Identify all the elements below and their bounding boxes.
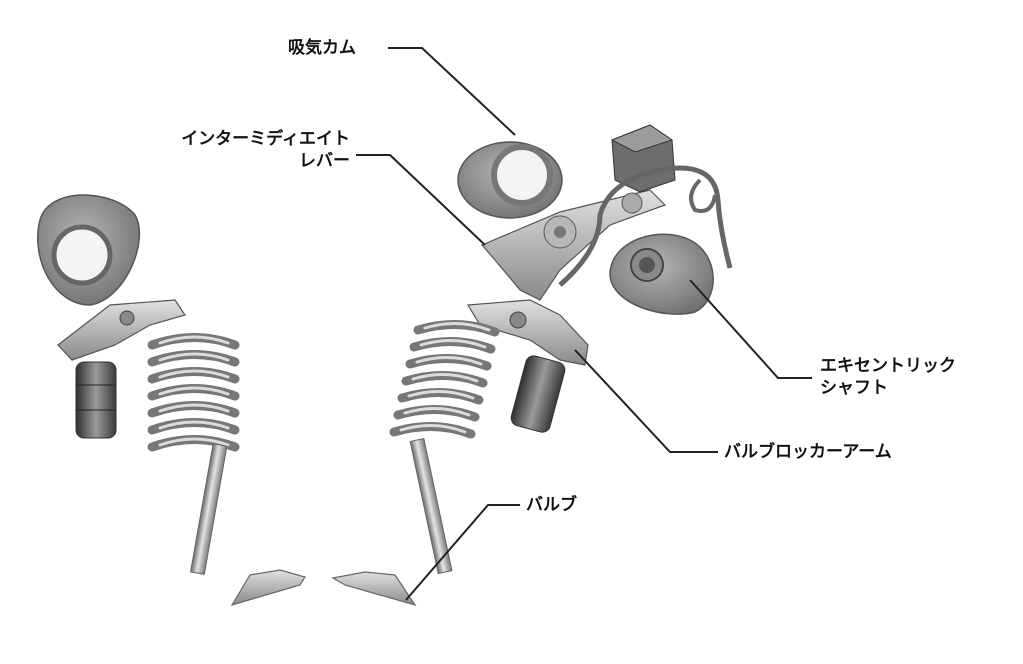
label-eccentric-shaft-line1: エキセントリック <box>820 356 956 376</box>
lever-block <box>610 124 676 193</box>
return-spring-wire <box>558 165 733 287</box>
right-rocker-arm <box>466 299 589 366</box>
left-rocker-arm <box>57 299 186 361</box>
left-valve-assembly <box>37 194 306 607</box>
label-eccentric-shaft: エキセントリック シャフト <box>820 355 956 399</box>
label-intermediate-lever-line1: インターミディエイト <box>181 129 350 149</box>
leader-intake-cam <box>388 47 516 136</box>
leader-eccentric-shaft <box>689 279 812 379</box>
eccentric-shaft-part <box>609 233 714 315</box>
left-cam-lobe <box>37 194 141 306</box>
label-eccentric-shaft-line2: シャフト <box>820 378 888 398</box>
label-valve-rocker-arm: バルブロッカーアーム <box>724 442 892 462</box>
right-valve-assembly <box>331 124 733 607</box>
leader-lines <box>356 47 812 601</box>
leader-intermediate-lever <box>356 154 486 246</box>
intake-cam <box>457 141 563 219</box>
leader-valve-rocker-arm <box>574 349 718 453</box>
label-intake-cam: 吸気カム <box>288 38 356 58</box>
left-valve <box>189 443 306 607</box>
right-tappet <box>510 355 566 433</box>
leader-valve <box>405 504 520 601</box>
right-valve <box>331 437 453 607</box>
left-tappet <box>75 361 117 439</box>
label-valve: バルブ <box>526 495 577 515</box>
label-intermediate-lever-line2: レバー <box>299 151 350 171</box>
label-intermediate-lever: インターミディエイト レバー <box>140 128 350 172</box>
